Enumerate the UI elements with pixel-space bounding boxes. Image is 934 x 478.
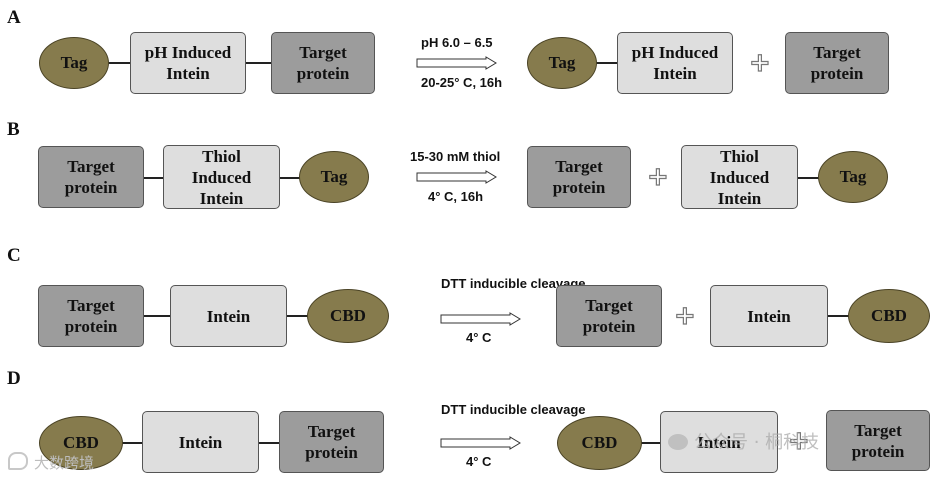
watermark-left-text: 大数跨境 bbox=[34, 454, 95, 472]
product-intein-box: Thiol Induced Intein bbox=[681, 145, 798, 209]
link-c-3 bbox=[826, 315, 854, 317]
link-c-1 bbox=[141, 315, 173, 317]
link-d-2 bbox=[256, 442, 282, 444]
watermark-right: 公众号 · 桐科技 bbox=[668, 428, 819, 454]
link-d-3 bbox=[640, 442, 664, 444]
link-a-3 bbox=[596, 62, 620, 64]
panel-b: B Target protein Thiol Induced Intein Ta… bbox=[0, 112, 934, 222]
watermark-right-text: 公众号 · 桐科技 bbox=[694, 432, 820, 453]
link-d-1 bbox=[120, 442, 146, 444]
reaction-arrow bbox=[440, 436, 521, 450]
cbd-oval: CBD bbox=[39, 416, 123, 470]
panel-c: C Target protein Intein CBD DTT inducibl… bbox=[0, 240, 934, 360]
product-intein-box: pH Induced Intein bbox=[617, 32, 733, 94]
tag-oval: Tag bbox=[299, 151, 369, 203]
tag-oval: Tag bbox=[39, 37, 109, 89]
product-cbd-oval: CBD bbox=[557, 416, 642, 470]
target-protein-box: Target protein bbox=[38, 285, 144, 347]
intein-box: pH Induced Intein bbox=[130, 32, 246, 94]
cbd-oval: CBD bbox=[307, 289, 389, 343]
plus-sign: + bbox=[646, 162, 669, 192]
product-target-box: Target protein bbox=[826, 410, 930, 471]
product-target-box: Target protein bbox=[527, 146, 631, 208]
plus-sign: + bbox=[673, 301, 696, 331]
condition-top: 15-30 mM thiol bbox=[410, 149, 501, 164]
watermark-logo-icon bbox=[8, 452, 28, 470]
target-protein-box: Target protein bbox=[38, 146, 144, 208]
condition-top: DTT inducible cleavage bbox=[441, 276, 586, 291]
panel-letter-b: B bbox=[7, 119, 20, 140]
link-c-2 bbox=[284, 315, 312, 317]
target-protein-box: Target protein bbox=[279, 411, 384, 473]
condition-bottom: 4° C, 16h bbox=[428, 189, 484, 204]
product-target-box: Target protein bbox=[785, 32, 889, 94]
panel-d: D CBD Intein Target protein DTT inducibl… bbox=[0, 360, 934, 478]
product-target-box: Target protein bbox=[556, 285, 662, 347]
condition-bottom: 4° C bbox=[466, 330, 492, 345]
product-intein-box: Intein bbox=[710, 285, 828, 347]
product-cbd-oval: CBD bbox=[848, 289, 930, 343]
target-protein-box: Target protein bbox=[271, 32, 375, 94]
wechat-icon bbox=[668, 434, 688, 450]
link-b-3 bbox=[796, 177, 822, 179]
condition-top: pH 6.0 – 6.5 bbox=[421, 35, 493, 50]
watermark-left: 大数跨境 bbox=[8, 452, 94, 473]
intein-box: Thiol Induced Intein bbox=[163, 145, 280, 209]
intein-box: Intein bbox=[142, 411, 259, 473]
link-b-1 bbox=[142, 177, 166, 179]
link-b-2 bbox=[278, 177, 304, 179]
panel-letter-d: D bbox=[7, 368, 21, 389]
intein-box: Intein bbox=[170, 285, 287, 347]
panel-letter-a: A bbox=[7, 7, 21, 28]
condition-bottom: 20-25° C, 16h bbox=[421, 75, 503, 90]
reaction-arrow bbox=[416, 56, 497, 70]
product-tag-oval: Tag bbox=[527, 37, 597, 89]
plus-sign: + bbox=[748, 48, 771, 78]
reaction-arrow bbox=[416, 170, 497, 184]
link-a-1 bbox=[108, 62, 132, 64]
product-tag-oval: Tag bbox=[818, 151, 888, 203]
panel-a: A Tag pH Induced Intein Target protein p… bbox=[0, 0, 934, 112]
condition-bottom: 4° C bbox=[466, 454, 492, 469]
condition-top: DTT inducible cleavage bbox=[441, 402, 586, 417]
reaction-arrow bbox=[440, 312, 521, 326]
plus-sign: + bbox=[787, 426, 810, 456]
panel-letter-c: C bbox=[7, 245, 21, 266]
link-a-2 bbox=[244, 62, 274, 64]
